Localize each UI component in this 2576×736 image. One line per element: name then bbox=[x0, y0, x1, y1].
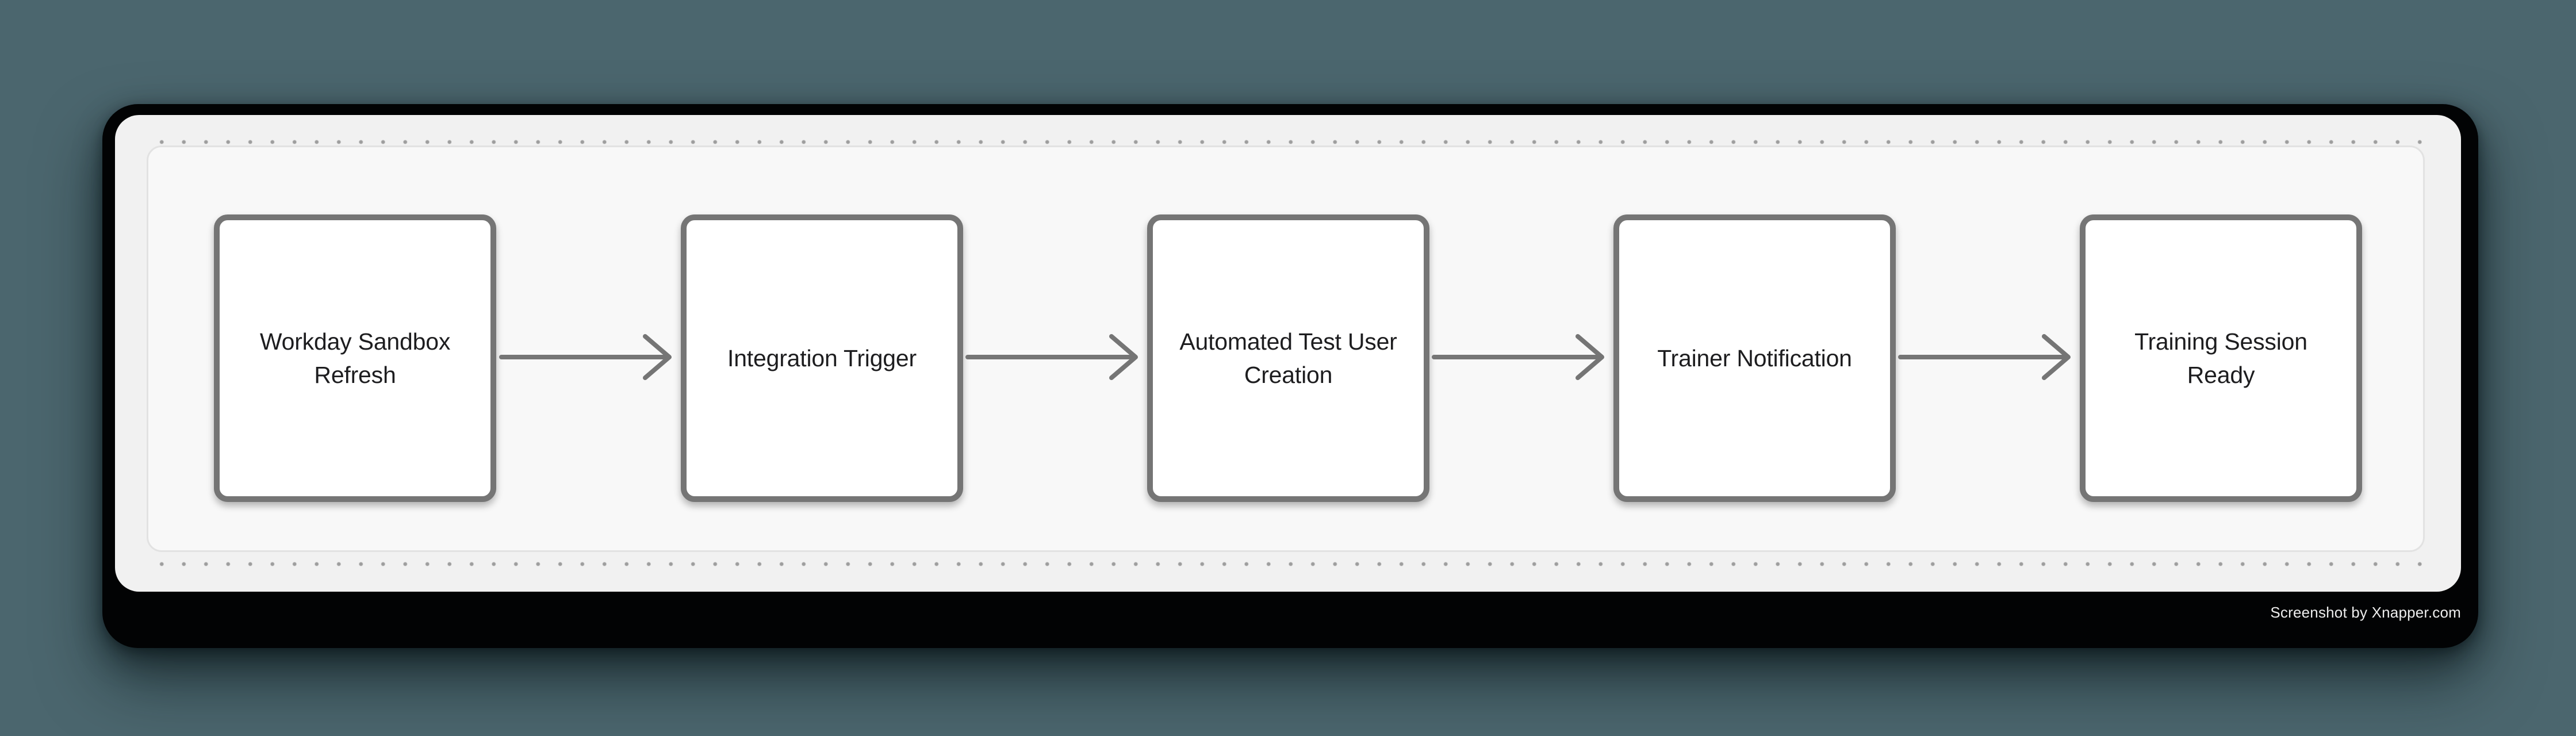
diagram-canvas: Workday Sandbox Refresh Integration Trig… bbox=[147, 145, 2425, 552]
connector-arrow[interactable] bbox=[1898, 331, 2071, 383]
node-label-line: Integration Trigger bbox=[727, 345, 917, 371]
flow-node-workday-sandbox-refresh[interactable]: Workday Sandbox Refresh bbox=[214, 214, 496, 502]
arrow-head bbox=[1109, 334, 1138, 380]
node-label-line: Automated Test User bbox=[1179, 328, 1397, 355]
node-label-line: Trainer Notification bbox=[1657, 345, 1852, 371]
connector-arrow[interactable] bbox=[499, 331, 672, 383]
flow-node-trainer-notification[interactable]: Trainer Notification bbox=[1613, 214, 1896, 502]
connector-arrow[interactable] bbox=[965, 331, 1138, 383]
app-background-panel: Workday Sandbox Refresh Integration Trig… bbox=[115, 115, 2461, 592]
node-label-line: Ready bbox=[2187, 362, 2255, 388]
node-label-line: Refresh bbox=[314, 362, 396, 388]
arrow-head bbox=[643, 334, 672, 380]
flow-node-automated-test-user-creation[interactable]: Automated Test User Creation bbox=[1147, 214, 1429, 502]
arrow-head bbox=[2042, 334, 2071, 380]
node-label-line: Workday Sandbox bbox=[259, 328, 451, 355]
dot-grid-row-bottom bbox=[148, 560, 2428, 568]
flow-node-integration-trigger[interactable]: Integration Trigger bbox=[681, 214, 963, 502]
node-label-line: Training Session bbox=[2134, 328, 2307, 355]
arrow-head bbox=[1575, 334, 1604, 380]
xnapper-watermark: Screenshot by Xnapper.com bbox=[2270, 604, 2461, 621]
node-label-line: Creation bbox=[1244, 362, 1333, 388]
screenshot-window: Workday Sandbox Refresh Integration Trig… bbox=[102, 104, 2478, 648]
connector-arrow[interactable] bbox=[1432, 331, 1604, 383]
dot-grid-row-top bbox=[148, 138, 2428, 146]
flow-node-training-session-ready[interactable]: Training Session Ready bbox=[2080, 214, 2362, 502]
